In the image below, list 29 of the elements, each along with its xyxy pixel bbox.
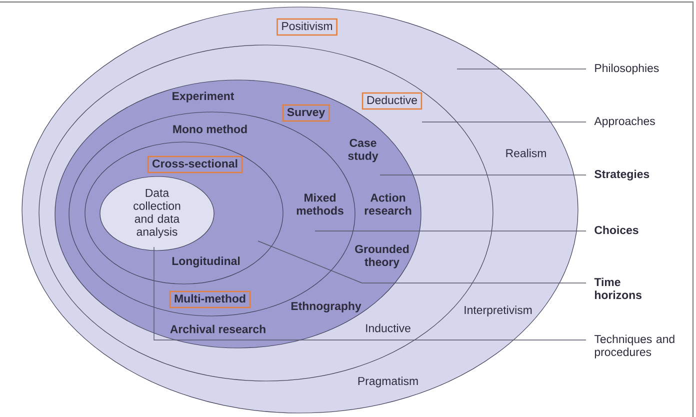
highlight-box: Survey bbox=[282, 104, 330, 122]
layer-name: Strategies bbox=[594, 170, 650, 180]
layer-label: Pragmatism bbox=[358, 376, 418, 388]
layer-label: Longitudinal bbox=[172, 256, 240, 268]
leader-line bbox=[380, 174, 586, 176]
highlight-box: Multi-method bbox=[169, 290, 251, 308]
layer-label: Grounded theory bbox=[355, 244, 409, 268]
layer-label: Action research bbox=[364, 193, 412, 215]
layer-label: Mono method bbox=[173, 124, 247, 134]
highlight-box: Deductive bbox=[362, 92, 422, 110]
layer-label: Case study bbox=[348, 138, 378, 162]
layer-label: Inductive bbox=[366, 324, 410, 332]
leader-line bbox=[154, 246, 586, 340]
leader-line bbox=[258, 240, 586, 284]
layer-label: Data collection and data analysis bbox=[134, 188, 180, 238]
layer-name: Techniques and procedures bbox=[594, 334, 674, 358]
layer-name: Choices bbox=[594, 226, 638, 234]
layer-label: Experiment bbox=[172, 92, 234, 102]
highlight-box: Cross-sectional bbox=[147, 156, 243, 174]
leader-line bbox=[314, 230, 586, 232]
highlight-box: Positivism bbox=[276, 18, 338, 36]
layer-name: Approaches bbox=[594, 116, 655, 128]
layer-name: Time horizons bbox=[594, 278, 642, 300]
layer-label: Archival research bbox=[170, 324, 266, 334]
layer-label: Realism bbox=[506, 148, 546, 158]
layer-name: Philosophies bbox=[595, 64, 659, 74]
layer-label: Mixed methods bbox=[296, 193, 344, 215]
layer-label: Interpretivism bbox=[464, 306, 532, 316]
layer-label: Ethnography bbox=[291, 302, 362, 312]
